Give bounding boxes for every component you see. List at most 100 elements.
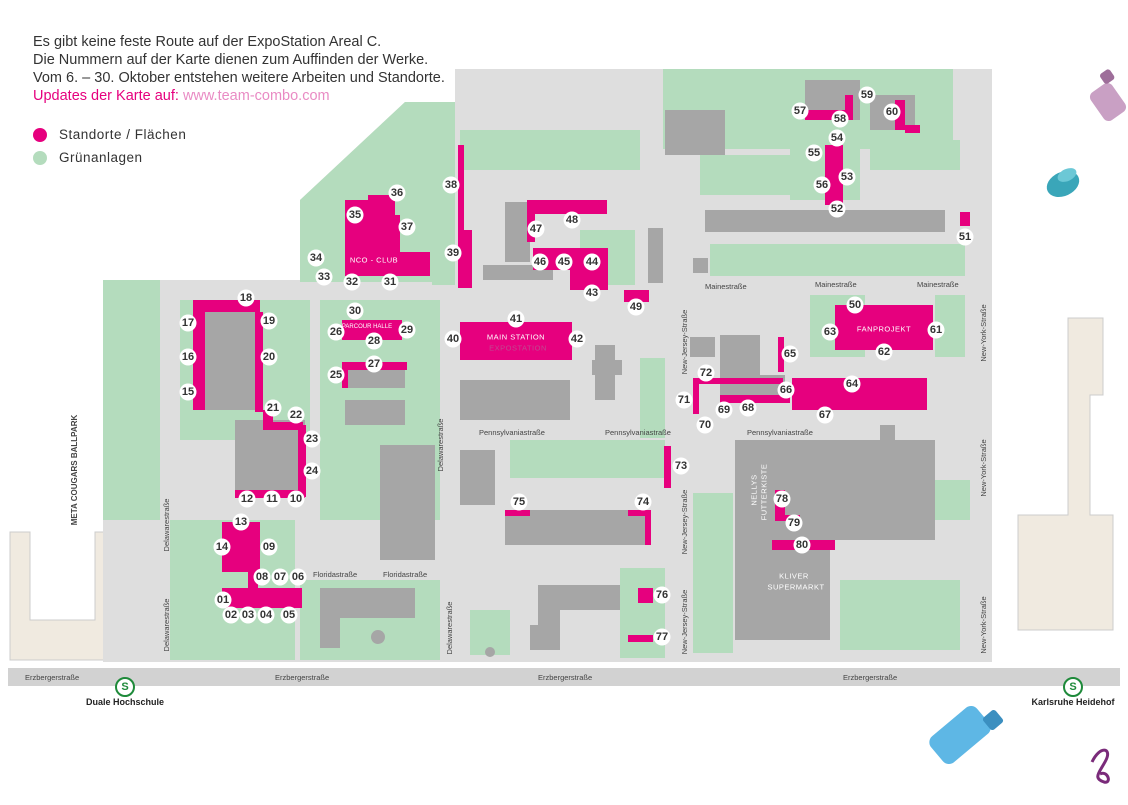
site-marker-21[interactable]: 21 xyxy=(264,399,282,417)
site-number: 17 xyxy=(182,317,194,329)
site-marker-05[interactable]: 05 xyxy=(280,606,298,624)
site-marker-47[interactable]: 47 xyxy=(527,220,545,238)
site-marker-28[interactable]: 28 xyxy=(365,332,383,350)
site-marker-50[interactable]: 50 xyxy=(846,296,864,314)
site-marker-56[interactable]: 56 xyxy=(813,176,831,194)
site-marker-18[interactable]: 18 xyxy=(237,289,255,307)
updates-link[interactable]: www.team-combo.com xyxy=(182,88,330,104)
site-marker-42[interactable]: 42 xyxy=(568,330,586,348)
site-marker-23[interactable]: 23 xyxy=(303,430,321,448)
site-marker-01[interactable]: 01 xyxy=(214,591,232,609)
site-marker-04[interactable]: 04 xyxy=(257,606,275,624)
site-marker-06[interactable]: 06 xyxy=(289,568,307,586)
site-marker-38[interactable]: 38 xyxy=(442,176,460,194)
site-number: 15 xyxy=(182,386,194,398)
site-marker-34[interactable]: 34 xyxy=(307,249,325,267)
site-marker-30[interactable]: 30 xyxy=(346,302,364,320)
site-marker-58[interactable]: 58 xyxy=(831,110,849,128)
site-marker-09[interactable]: 09 xyxy=(260,538,278,556)
site-marker-24[interactable]: 24 xyxy=(303,462,321,480)
site-number: 10 xyxy=(290,493,302,505)
site-number: 50 xyxy=(849,299,861,311)
pink-dot-icon xyxy=(33,127,47,142)
site-marker-77[interactable]: 77 xyxy=(653,628,671,646)
site-marker-25[interactable]: 25 xyxy=(327,366,345,384)
site-marker-10[interactable]: 10 xyxy=(287,490,305,508)
futterkiste-label: FUTTERKISTE xyxy=(760,464,769,521)
combo-logo-icon xyxy=(1090,748,1110,784)
site-marker-67[interactable]: 67 xyxy=(816,406,834,424)
site-marker-59[interactable]: 59 xyxy=(858,86,876,104)
site-number: 06 xyxy=(292,571,304,583)
site-marker-64[interactable]: 64 xyxy=(843,375,861,393)
site-marker-80[interactable]: 80 xyxy=(793,536,811,554)
site-marker-43[interactable]: 43 xyxy=(583,284,601,302)
spray-can-icon xyxy=(1089,69,1127,122)
site-marker-55[interactable]: 55 xyxy=(805,144,823,162)
site-number: 60 xyxy=(886,106,898,118)
site-marker-51[interactable]: 51 xyxy=(956,228,974,246)
site-marker-48[interactable]: 48 xyxy=(563,211,581,229)
site-marker-02[interactable]: 02 xyxy=(222,606,240,624)
site-marker-17[interactable]: 17 xyxy=(179,314,197,332)
site-marker-62[interactable]: 62 xyxy=(875,343,893,361)
building-right-outline xyxy=(1017,317,1114,631)
site-marker-57[interactable]: 57 xyxy=(791,102,809,120)
site-number: 79 xyxy=(788,517,800,529)
site-marker-41[interactable]: 41 xyxy=(507,310,525,328)
site-marker-49[interactable]: 49 xyxy=(627,298,645,316)
site-marker-11[interactable]: 11 xyxy=(263,490,281,508)
site-marker-14[interactable]: 14 xyxy=(213,538,231,556)
site-marker-08[interactable]: 08 xyxy=(253,568,271,586)
site-marker-72[interactable]: 72 xyxy=(697,364,715,382)
site-marker-07[interactable]: 07 xyxy=(271,568,289,586)
site-marker-65[interactable]: 65 xyxy=(781,345,799,363)
site-marker-12[interactable]: 12 xyxy=(238,490,256,508)
site-marker-29[interactable]: 29 xyxy=(398,321,416,339)
site-marker-45[interactable]: 45 xyxy=(555,253,573,271)
site-marker-40[interactable]: 40 xyxy=(444,330,462,348)
site-marker-16[interactable]: 16 xyxy=(179,348,197,366)
site-marker-54[interactable]: 54 xyxy=(828,129,846,147)
site-marker-32[interactable]: 32 xyxy=(343,273,361,291)
site-number: 52 xyxy=(831,203,843,215)
site-marker-69[interactable]: 69 xyxy=(715,401,733,419)
site-marker-52[interactable]: 52 xyxy=(828,200,846,218)
site-marker-46[interactable]: 46 xyxy=(531,253,549,271)
site-marker-66[interactable]: 66 xyxy=(777,381,795,399)
site-number: 23 xyxy=(306,433,318,445)
site-marker-71[interactable]: 71 xyxy=(675,391,693,409)
site-marker-35[interactable]: 35 xyxy=(346,206,364,224)
site-marker-73[interactable]: 73 xyxy=(672,457,690,475)
site-marker-63[interactable]: 63 xyxy=(821,323,839,341)
site-marker-22[interactable]: 22 xyxy=(287,406,305,424)
site-marker-15[interactable]: 15 xyxy=(179,383,197,401)
site-marker-31[interactable]: 31 xyxy=(381,273,399,291)
svg-text:S: S xyxy=(121,681,128,693)
site-marker-60[interactable]: 60 xyxy=(883,103,901,121)
site-marker-68[interactable]: 68 xyxy=(739,399,757,417)
site-marker-70[interactable]: 70 xyxy=(696,416,714,434)
site-marker-78[interactable]: 78 xyxy=(773,490,791,508)
site-number: 70 xyxy=(699,419,711,431)
site-marker-26[interactable]: 26 xyxy=(327,323,345,341)
site-marker-13[interactable]: 13 xyxy=(232,513,250,531)
street-newyork: New-York-Straße xyxy=(979,596,988,653)
site-marker-20[interactable]: 20 xyxy=(260,348,278,366)
site-marker-76[interactable]: 76 xyxy=(653,586,671,604)
site-marker-36[interactable]: 36 xyxy=(388,184,406,202)
site-marker-39[interactable]: 39 xyxy=(444,244,462,262)
site-marker-44[interactable]: 44 xyxy=(583,253,601,271)
fanprojekt-label: FANPROJEKT xyxy=(857,325,911,334)
site-number: 69 xyxy=(718,404,730,416)
site-marker-03[interactable]: 03 xyxy=(239,606,257,624)
site-marker-33[interactable]: 33 xyxy=(315,268,333,286)
site-marker-79[interactable]: 79 xyxy=(785,514,803,532)
site-marker-53[interactable]: 53 xyxy=(838,168,856,186)
site-marker-61[interactable]: 61 xyxy=(927,321,945,339)
site-marker-27[interactable]: 27 xyxy=(365,355,383,373)
site-marker-19[interactable]: 19 xyxy=(260,312,278,330)
site-marker-37[interactable]: 37 xyxy=(398,218,416,236)
site-marker-74[interactable]: 74 xyxy=(634,493,652,511)
site-marker-75[interactable]: 75 xyxy=(510,493,528,511)
